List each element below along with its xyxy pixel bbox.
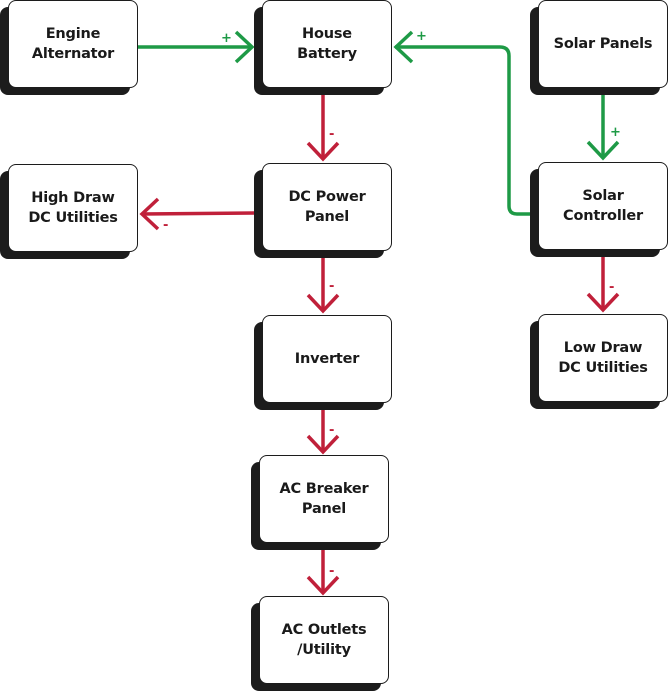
node-label: High Draw DC Utilities [28, 190, 118, 226]
node-box: Solar Panels [538, 0, 668, 88]
node-box: Solar Controller [538, 162, 668, 250]
negative-sign: - [329, 279, 334, 294]
positive-sign: + [221, 31, 232, 46]
node-dc-power-panel: DC Power Panel [254, 163, 392, 258]
arrowhead-icon [306, 575, 340, 596]
negative-sign: - [329, 564, 334, 579]
node-box: Low Draw DC Utilities [538, 314, 668, 402]
arrowhead-icon [139, 197, 160, 231]
negative-sign: - [609, 280, 614, 295]
node-label: Solar Controller [563, 188, 643, 224]
node-box: DC Power Panel [262, 163, 392, 251]
node-label: AC Breaker Panel [279, 481, 369, 517]
node-box: House Battery [262, 0, 392, 88]
node-solar-controller: Solar Controller [530, 162, 668, 257]
node-inverter: Inverter [254, 315, 392, 410]
node-high-draw-dc-utilities: High Draw DC Utilities [0, 164, 138, 259]
node-label: House Battery [297, 26, 357, 62]
edge-panels-to-controller: + [586, 88, 621, 161]
node-box: Engine Alternator [8, 0, 138, 88]
node-engine-alternator: Engine Alternator [0, 0, 138, 95]
negative-sign: - [163, 218, 168, 233]
node-box: AC Outlets /Utility [259, 596, 389, 684]
node-ac-outlets-utility: AC Outlets /Utility [251, 596, 389, 691]
node-house-battery: House Battery [254, 0, 392, 95]
node-solar-panels: Solar Panels [530, 0, 668, 95]
arrowhead-icon [306, 293, 340, 314]
wire-positive [395, 45, 538, 216]
edge-dcpanel-to-highdraw: - [139, 197, 263, 233]
edge-inverter-to-breaker: - [306, 403, 340, 455]
arrowhead-icon [306, 434, 340, 455]
node-box: High Draw DC Utilities [8, 164, 138, 252]
edge-alternator-to-battery: + [138, 30, 255, 64]
arrowhead-icon [586, 292, 620, 313]
node-box: AC Breaker Panel [259, 455, 389, 543]
edge-battery-to-dcpanel: - [306, 88, 340, 162]
node-label: Engine Alternator [31, 26, 115, 62]
node-label: AC Outlets /Utility [281, 622, 367, 658]
node-label: Low Draw DC Utilities [558, 340, 648, 376]
node-low-draw-dc-utilities: Low Draw DC Utilities [530, 314, 668, 409]
node-box: Inverter [262, 315, 392, 403]
arrowhead-icon [306, 141, 340, 162]
positive-sign: + [416, 29, 427, 44]
wire-negative [141, 211, 263, 216]
arrowhead-icon [234, 30, 255, 64]
positive-sign: + [610, 125, 621, 140]
node-label: DC Power Panel [288, 189, 366, 225]
arrowhead-icon [586, 140, 620, 161]
arrowhead-icon [393, 30, 414, 64]
edge-dcpanel-to-inverter: - [306, 251, 340, 314]
negative-sign: - [329, 423, 334, 438]
edge-controller-to-lowdraw: - [586, 250, 620, 313]
edge-controller-to-battery: + [393, 29, 538, 216]
node-label: Inverter [294, 351, 360, 367]
negative-sign: - [329, 127, 334, 142]
node-ac-breaker-panel: AC Breaker Panel [251, 455, 389, 550]
edge-breaker-to-outlets: - [306, 543, 340, 596]
node-label: Solar Panels [553, 36, 653, 52]
